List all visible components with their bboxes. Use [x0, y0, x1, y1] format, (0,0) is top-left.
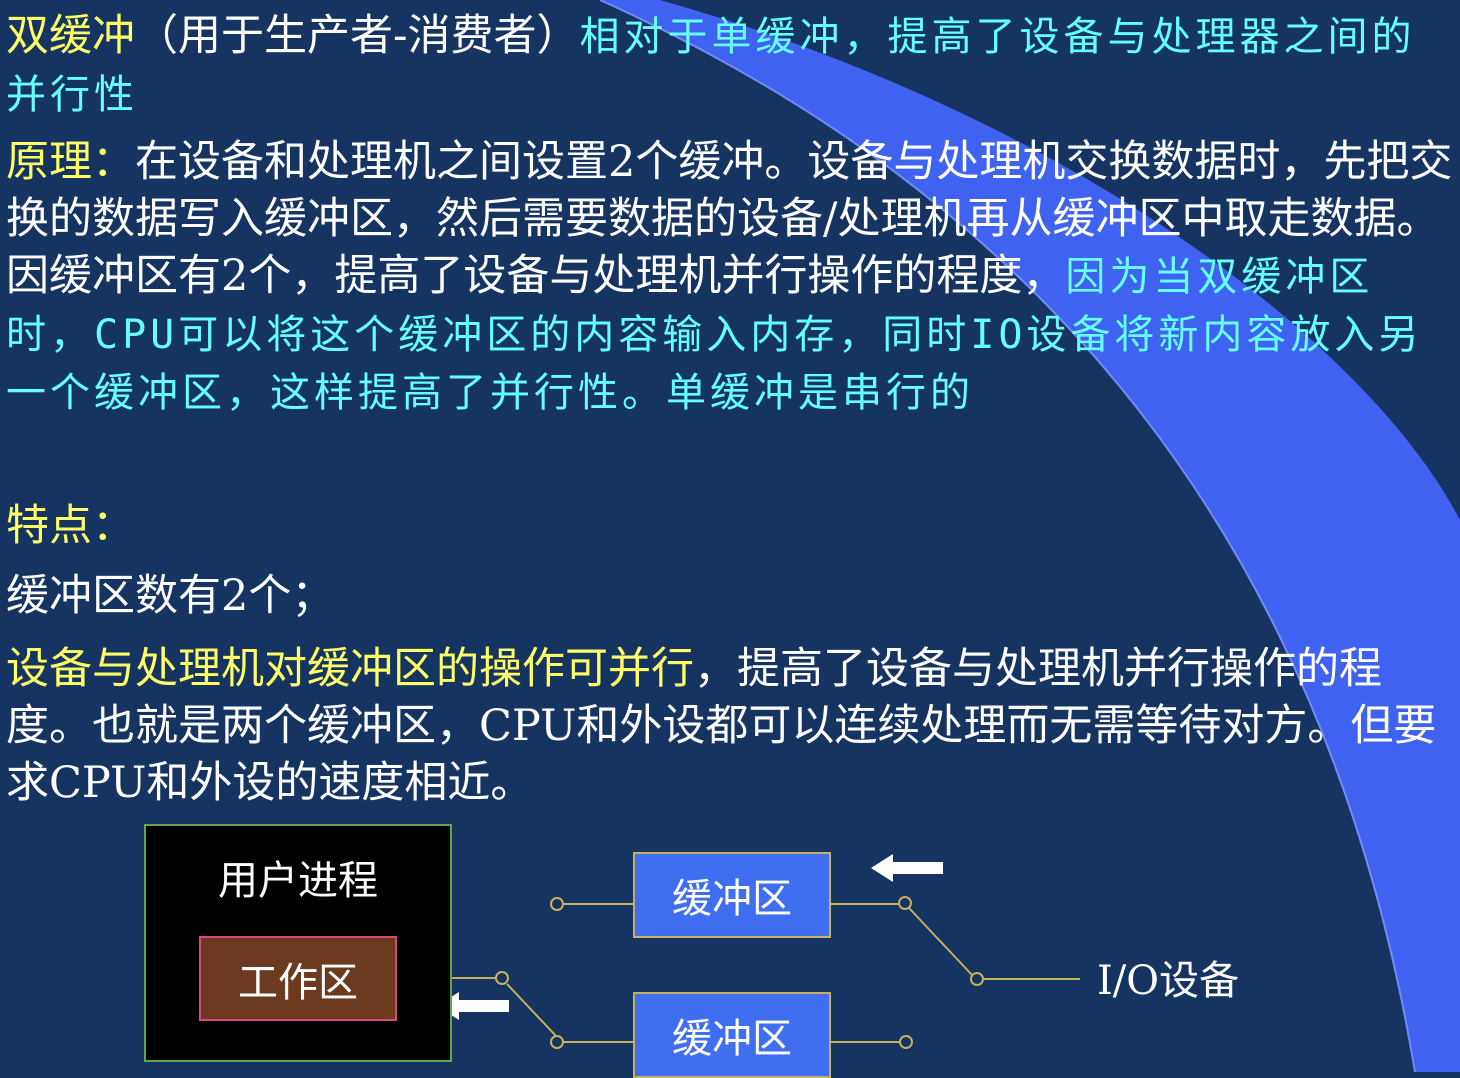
buffer-top-label: 缓冲区	[672, 876, 792, 922]
buffer-box-top: 缓冲区	[633, 852, 831, 938]
paragraph-principle: 原理：在设备和处理机之间设置2个缓冲。设备与处理机交换数据时，先把交换的数据写入…	[6, 134, 1456, 422]
terminal-process	[495, 971, 509, 985]
feature-parallel: 设备与处理机对缓冲区的操作可并行，提高了设备与处理机并行操作的程度。也就是两个缓…	[6, 641, 1456, 812]
feature-parallel-text: ，提高了设备与处理机并行操作的程度。也就是两个缓冲区，CPU和外设都可以连续处理…	[6, 644, 1437, 808]
principle-text: 在设备和处理机之间设置2个缓冲。设备与处理机交换数据时，先把交换的数据写入缓冲区…	[6, 137, 1453, 301]
principle-note: 因为当双缓冲区时，CPU可以将这个缓冲区的内容输入内存，同时IO设备将新内容放入…	[6, 254, 1423, 416]
paragraph-features: 特点：	[6, 498, 135, 555]
work-area-label: 工作区	[238, 959, 358, 1006]
paragraph-double-buffer: 双缓冲（用于生产者-消费者）相对于单缓冲，提高了设备与处理器之间的并行性	[6, 8, 1456, 124]
user-process-label: 用户进程	[218, 858, 378, 904]
terminal-buffer1-right	[898, 896, 912, 910]
terminal-buffer2-left	[550, 1035, 564, 1049]
feature-buffer-count-text: 缓冲区数有2个；	[6, 571, 335, 621]
terminal-buffer2-right	[899, 1035, 913, 1049]
arrow-left-bottom	[437, 992, 509, 1020]
label-features: 特点：	[6, 501, 135, 551]
work-area-box: 工作区	[199, 936, 397, 1021]
io-device-label: I/O设备	[1097, 958, 1240, 1004]
label-principle: 原理：	[6, 137, 135, 187]
buffer-bottom-label: 缓冲区	[672, 1016, 792, 1062]
terminal-io	[970, 972, 984, 986]
swoosh-shape	[600, 0, 1460, 1072]
process-switch-arm	[506, 983, 557, 1037]
heading-subtitle: （用于生产者-消费者）	[135, 11, 580, 61]
buffer-box-bottom: 缓冲区	[633, 992, 831, 1078]
heading-note: 相对于单缓冲，提高了设备与处理器之间的并行性	[6, 14, 1416, 118]
io-switch-arm	[908, 907, 973, 976]
arrow-left-top	[871, 854, 943, 882]
feature-parallel-highlight: 设备与处理机对缓冲区的操作可并行	[6, 644, 694, 694]
heading-double-buffer: 双缓冲	[6, 11, 135, 61]
feature-buffer-count: 缓冲区数有2个；	[6, 568, 334, 625]
swoosh-edge-line	[599, 0, 1416, 1072]
terminal-buffer1-left	[550, 897, 564, 911]
